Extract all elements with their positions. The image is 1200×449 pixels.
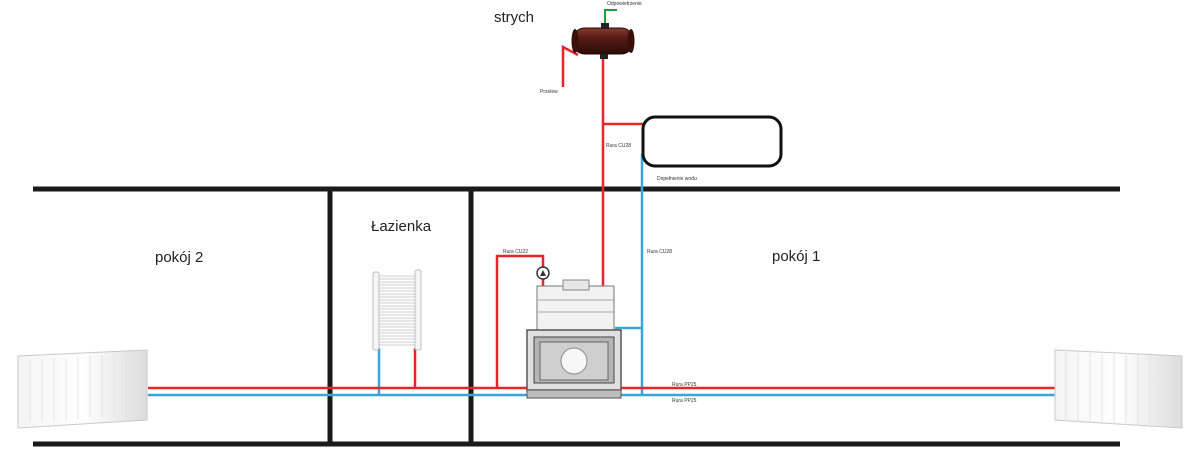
overflow-pipe	[561, 44, 579, 87]
circulation-pump-icon	[536, 266, 550, 280]
buffer-tank	[641, 115, 783, 168]
room-label-room1: pokój 1	[772, 248, 820, 265]
walls	[33, 186, 1120, 447]
pipe-cu28-top-label: Rura CU28	[606, 143, 631, 149]
radiator-room1	[1054, 349, 1183, 429]
radiator-room2	[17, 349, 148, 429]
vent-pipe	[604, 9, 617, 26]
vent-label: Odpowietrzenie	[607, 1, 642, 7]
fireplace-insert	[526, 279, 622, 399]
pipe-cu28-right-label: Rura CU28	[647, 249, 672, 255]
pipe-pp25-lower-label: Rura PP25	[672, 398, 697, 404]
room-label-room2: pokój 2	[155, 249, 203, 266]
overflow-label: Przelew	[540, 89, 558, 95]
towel-radiator	[372, 269, 422, 351]
pipe-cu22-label: Rura CU22	[503, 249, 528, 255]
water-fill-label: Dopełnienie wodu	[657, 176, 697, 182]
room-label-bathroom: Łazienka	[371, 218, 432, 235]
expansion-tank	[571, 23, 635, 59]
room-label-attic: strych	[494, 9, 534, 26]
water-fill-pipe	[640, 148, 650, 328]
pipe-pp25-upper-label: Rura PP25	[672, 382, 697, 388]
